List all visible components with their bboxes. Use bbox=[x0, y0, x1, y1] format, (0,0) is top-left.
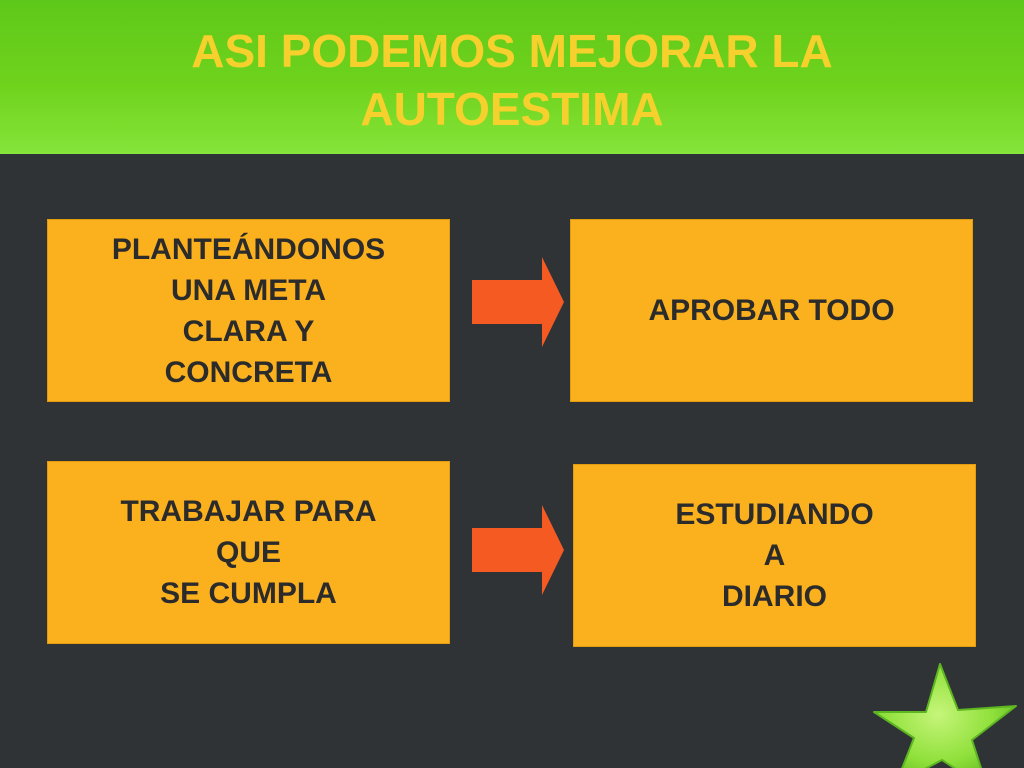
goal-box-line-2: UNA META bbox=[171, 273, 326, 307]
right-arrow-icon bbox=[472, 505, 564, 595]
slide-title-line-2: AUTOESTIMA bbox=[360, 83, 664, 135]
goal-box-line-3: CLARA Y bbox=[182, 314, 315, 348]
work-box-line-2: QUE bbox=[215, 536, 281, 569]
work-box-line-3: SE CUMPLA bbox=[160, 577, 337, 610]
result-box: APROBAR TODO bbox=[570, 219, 973, 402]
work-box-line-1: TRABAJAR PARA bbox=[120, 495, 377, 528]
goal-box: PLANTEÁNDONOS UNA META CLARA Y CONCRETA bbox=[47, 219, 450, 402]
method-box-line-3: DIARIO bbox=[722, 580, 827, 613]
star-icon bbox=[873, 663, 1017, 768]
method-box-line-1: ESTUDIANDO bbox=[675, 498, 874, 531]
goal-box-line-1: PLANTEÁNDONOS bbox=[111, 232, 386, 266]
method-box: ESTUDIANDO A DIARIO bbox=[573, 464, 976, 647]
work-box: TRABAJAR PARA QUE SE CUMPLA bbox=[47, 461, 450, 644]
right-arrow-icon bbox=[472, 257, 564, 347]
slide-title: ASI PODEMOS MEJORAR LA AUTOESTIMA bbox=[0, 22, 1024, 138]
method-box-line-2: A bbox=[763, 539, 786, 572]
goal-box-line-4: CONCRETA bbox=[164, 355, 333, 389]
result-box-line-1: APROBAR TODO bbox=[648, 294, 895, 327]
slide-header: ASI PODEMOS MEJORAR LA AUTOESTIMA bbox=[0, 0, 1024, 154]
slide-title-line-1: ASI PODEMOS MEJORAR LA bbox=[191, 25, 833, 77]
